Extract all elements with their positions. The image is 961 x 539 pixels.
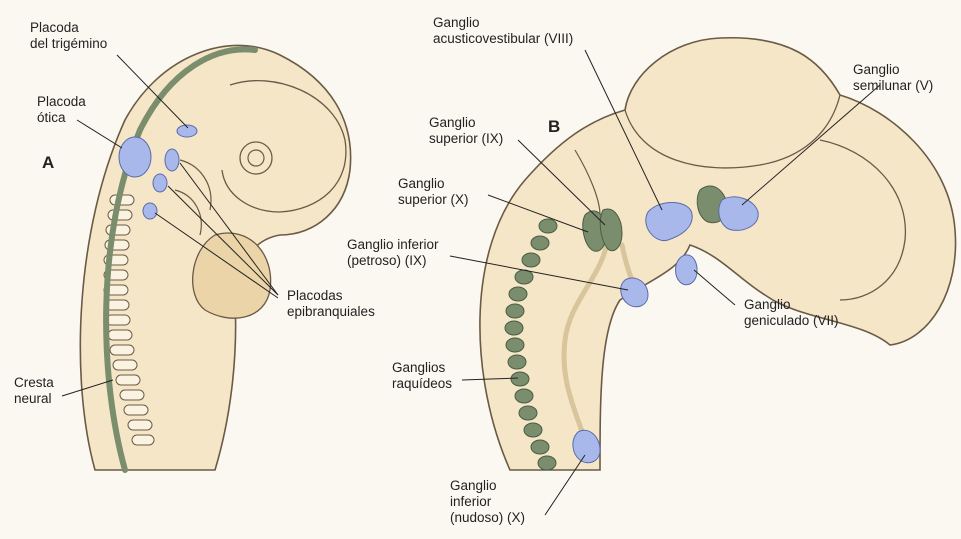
label-ganglio-acusticovestibular: Ganglio acusticovestibular (VIII) (433, 15, 573, 47)
label-placodas-epibranquiales: Placodas epibranquiales (287, 288, 375, 320)
label-ganglio-superior-x: Ganglio superior (X) (398, 176, 469, 208)
epibranchial-placode-3 (143, 203, 157, 219)
epibranchial-placode-2 (153, 174, 167, 192)
panel-label-b: B (548, 117, 560, 137)
label-ganglio-inferior-petroso: Ganglio inferior (petroso) (IX) (347, 237, 439, 269)
label-placoda-trigemino: Placoda del trigémino (30, 20, 107, 52)
panel-b-drawing (450, 38, 956, 515)
panel-a-drawing (62, 45, 351, 470)
label-ganglio-semilunar: Ganglio semilunar (V) (853, 62, 933, 94)
embryo-b-body (480, 38, 956, 470)
label-ganglios-raquideos: Ganglios raquídeos (392, 360, 452, 392)
label-ganglio-geniculado: Ganglio geniculado (VII) (744, 297, 839, 329)
label-ganglio-superior-ix: Ganglio superior (IX) (429, 115, 503, 147)
label-placoda-otica: Placoda ótica (37, 94, 86, 126)
otic-placode (119, 137, 151, 177)
label-ganglio-inferior-nudoso: Ganglio inferior (nudoso) (X) (450, 478, 525, 526)
panel-label-a: A (42, 153, 54, 173)
geniculate-ganglion (676, 255, 698, 285)
epibranchial-placode-1 (165, 149, 179, 171)
label-cresta-neural: Cresta neural (14, 375, 54, 407)
